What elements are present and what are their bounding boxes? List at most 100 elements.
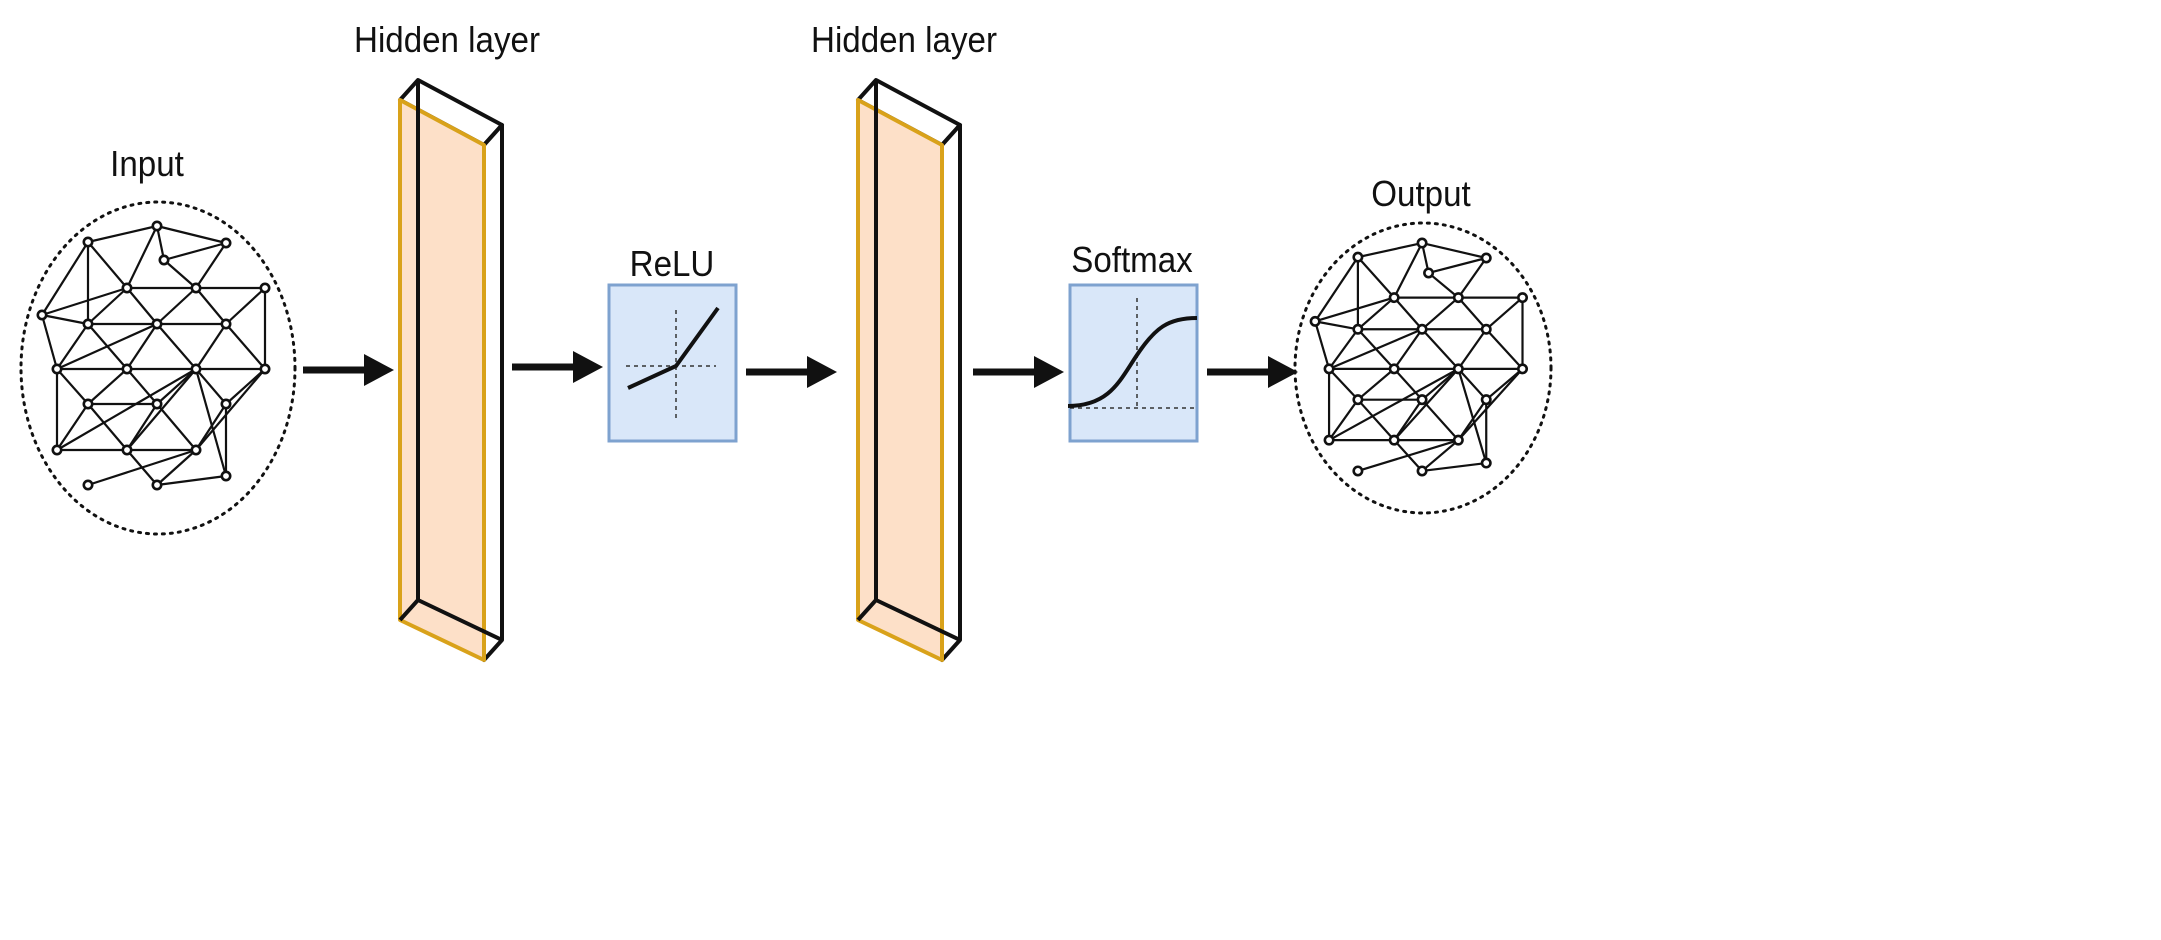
graph-edge <box>1421 296 1460 331</box>
graph-edge <box>225 368 266 405</box>
graph-node <box>1352 465 1364 477</box>
graph-edge <box>87 241 128 289</box>
graph-edge <box>1427 272 1460 299</box>
arrow-input-to-hidden1 <box>303 354 394 386</box>
arrow-hidden1-to-relu <box>512 351 603 383</box>
graph-node <box>82 398 94 410</box>
graph-edge <box>1457 368 1524 441</box>
graph-edge <box>87 403 128 451</box>
arrow-softmax-to-output <box>1207 356 1298 388</box>
graph-node <box>36 309 48 321</box>
graph-node <box>1352 394 1364 406</box>
graph-edge <box>1421 461 1487 473</box>
graph-edge <box>1393 328 1423 370</box>
graph-edge <box>1328 399 1359 441</box>
hidden-layer-2 <box>856 78 962 662</box>
graph-edge <box>195 403 227 451</box>
graph-node <box>1480 394 1492 406</box>
graph-node <box>220 470 232 482</box>
graph-node <box>151 479 163 491</box>
graph-edge <box>126 368 197 451</box>
graph-edge <box>156 224 227 245</box>
input-boundary <box>19 200 297 536</box>
graph-edge <box>1457 328 1488 370</box>
graph-edge <box>87 224 158 244</box>
graph-node <box>151 318 163 330</box>
graph-node <box>1480 252 1492 264</box>
graph-edge <box>1457 257 1488 299</box>
graph-node <box>1452 292 1464 304</box>
graph-edge <box>56 368 89 405</box>
graph-node <box>1517 292 1529 304</box>
graph-node <box>151 220 163 232</box>
softmax-label: Softmax <box>1071 239 1193 280</box>
graph-edge <box>156 287 197 325</box>
graph-edge <box>1393 296 1423 331</box>
graph-edge <box>1457 368 1488 464</box>
graph-node <box>1416 237 1428 249</box>
graph-edge <box>156 449 197 486</box>
graph-node <box>51 363 63 375</box>
arrow-hidden2-to-softmax <box>973 356 1064 388</box>
graph-edge <box>1457 296 1488 331</box>
graph-node <box>1480 323 1492 335</box>
graph-edge <box>1393 368 1460 441</box>
graph-edge <box>41 286 128 317</box>
graph-edge <box>126 449 158 486</box>
graph-edge <box>156 323 197 370</box>
graph-edge <box>1421 328 1460 370</box>
graph-node <box>1517 363 1529 375</box>
graph-edge <box>155 225 166 261</box>
relu-label: ReLU <box>629 243 715 284</box>
relu-curve <box>627 306 720 390</box>
softmax-curve <box>1067 316 1198 408</box>
graph-node <box>190 363 202 375</box>
graph-edge <box>1421 241 1487 260</box>
graph-edge <box>194 368 228 477</box>
graph-node <box>1416 394 1428 406</box>
graph-edge <box>1421 439 1460 472</box>
graph-node <box>158 254 170 266</box>
output-graph <box>1293 221 1553 515</box>
graph-node <box>82 318 94 330</box>
graph-edge <box>1428 256 1487 275</box>
graph-edge <box>195 287 227 325</box>
graph-edge <box>163 259 197 289</box>
graph-edge <box>1457 368 1488 401</box>
graph-edge <box>163 241 227 262</box>
graph-edge <box>56 322 158 371</box>
graph-edge <box>1393 368 1423 401</box>
graph-node <box>1323 363 1335 375</box>
graph-edge <box>1421 398 1460 441</box>
graph-edge <box>126 368 158 405</box>
graph-edge <box>1393 439 1423 472</box>
graph-edge <box>1485 328 1524 370</box>
graph-node <box>1423 267 1435 279</box>
graph-node <box>121 444 133 456</box>
graph-edge <box>1357 296 1395 331</box>
graph-edge <box>87 287 128 325</box>
graph-edge <box>156 368 197 405</box>
graph-edge <box>1314 256 1359 322</box>
graph-node <box>1388 434 1400 446</box>
hidden-layer-2-label: Hidden layer <box>811 19 997 60</box>
graph-node <box>151 398 163 410</box>
graph-edge <box>126 225 158 289</box>
graph-node <box>82 479 94 491</box>
graph-edge <box>1357 398 1395 441</box>
relu-box <box>607 283 738 443</box>
graph-edge <box>225 287 266 325</box>
graph-node <box>190 282 202 294</box>
hidden-layer-1-label: Hidden layer <box>354 19 540 60</box>
graph-edge <box>1357 368 1395 401</box>
graph-edge <box>41 313 89 326</box>
graph-edge <box>156 474 227 487</box>
graph-node <box>121 282 133 294</box>
graph-edge <box>1457 399 1488 441</box>
graph-node <box>259 282 271 294</box>
graph-node <box>1323 434 1335 446</box>
graph-edge <box>195 368 227 405</box>
output-label: Output <box>1371 173 1471 214</box>
graph-edge <box>56 368 197 451</box>
